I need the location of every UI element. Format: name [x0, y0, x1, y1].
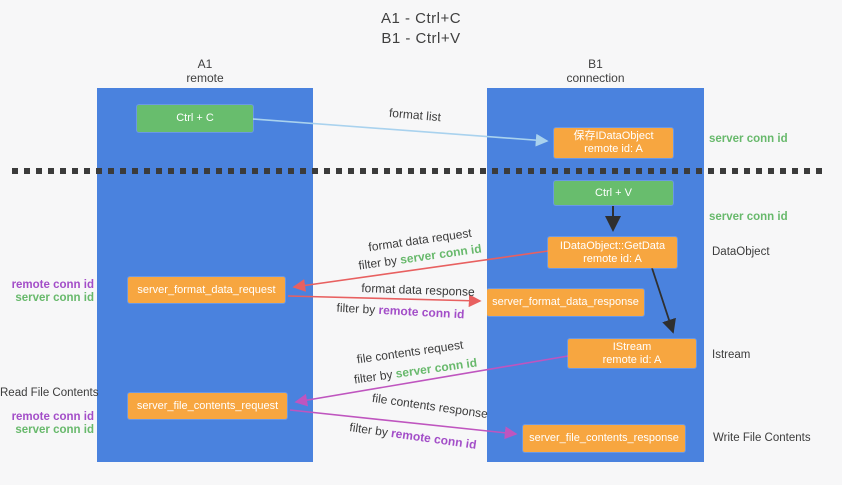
- lifeline-a-header: A1 remote: [97, 57, 313, 85]
- node-save-idataobject-line1: 保存IDataObject: [573, 130, 654, 142]
- node-server-format-data-request-label: server_format_data_request: [137, 283, 276, 296]
- format-data-request-arrow: [292, 250, 549, 292]
- format-data-response-arrow: [287, 294, 482, 308]
- node-ctrl-c: Ctrl + C: [137, 105, 253, 132]
- node-server-file-contents-request-label: server_file_contents_request: [136, 399, 279, 412]
- node-ctrl-c-label: Ctrl + C: [176, 112, 214, 124]
- getdata-to-istream-arrow: [651, 267, 676, 334]
- title-line-1: A1 - Ctrl+C: [380, 10, 462, 27]
- node-idataobject-getdata: IDataObject::GetData remote id: A: [548, 237, 677, 268]
- node-server-format-data-request: server_format_data_request: [128, 277, 285, 303]
- lifeline-b-subtitle: connection: [566, 71, 625, 85]
- annotation-read-file-contents: Read File Contents: [0, 387, 99, 399]
- node-server-format-data-response-label: server_format_data_response: [492, 296, 639, 308]
- diagram-title: A1 - Ctrl+C B1 - Ctrl+V: [0, 9, 842, 49]
- annotation-write-file-contents: Write File Contents: [713, 432, 811, 444]
- title-line-2: B1 - Ctrl+V: [381, 30, 461, 47]
- node-idataobject-getdata-line1: IDataObject::GetData: [559, 239, 666, 252]
- node-istream-line1: IStream: [612, 340, 652, 353]
- node-ctrl-v-label: Ctrl + V: [595, 186, 632, 199]
- annotation-server-conn-id-left-bottom: server conn id: [15, 424, 94, 436]
- file-contents-request-arrow: [294, 355, 569, 407]
- node-save-idataobject-line2: remote id: A: [584, 143, 643, 155]
- annotation-remote-conn-id-left-bottom: remote conn id: [11, 411, 94, 423]
- node-idataobject-getdata-line2: remote id: A: [583, 252, 642, 265]
- filter-by-text: filter by: [336, 300, 379, 317]
- annotation-remote-conn-id-left-top: remote conn id: [11, 279, 94, 291]
- lifeline-a-name: A1: [197, 57, 213, 71]
- node-ctrl-v: Ctrl + V: [554, 181, 673, 205]
- node-server-file-contents-response-label: server_file_contents_response: [529, 432, 679, 444]
- node-server-file-contents-response: server_file_contents_response: [523, 425, 685, 452]
- node-istream: IStream remote id: A: [568, 339, 696, 368]
- lifeline-b-name: B1: [588, 57, 603, 71]
- file-contents-response-arrow: [289, 409, 518, 440]
- node-istream-line2: remote id: A: [602, 353, 662, 366]
- node-save-idataobject: 保存IDataObject remote id: A: [554, 128, 673, 158]
- annotation-server-conn-id-right-top: server conn id: [709, 133, 788, 145]
- node-server-format-data-response: server_format_data_response: [487, 289, 644, 316]
- lifeline-b-header: B1 connection: [487, 57, 704, 85]
- node-server-file-contents-request: server_file_contents_request: [128, 393, 287, 419]
- annotation-dataobject: DataObject: [712, 246, 770, 258]
- session-divider-dotted-line: [12, 168, 824, 174]
- lifeline-a-subtitle: remote: [186, 71, 224, 85]
- annotation-server-conn-id-right-mid: server conn id: [709, 211, 788, 223]
- annotation-server-conn-id-left-top: server conn id: [15, 292, 94, 304]
- annotation-istream: Istream: [712, 349, 751, 361]
- format-list-arrow: [252, 118, 549, 147]
